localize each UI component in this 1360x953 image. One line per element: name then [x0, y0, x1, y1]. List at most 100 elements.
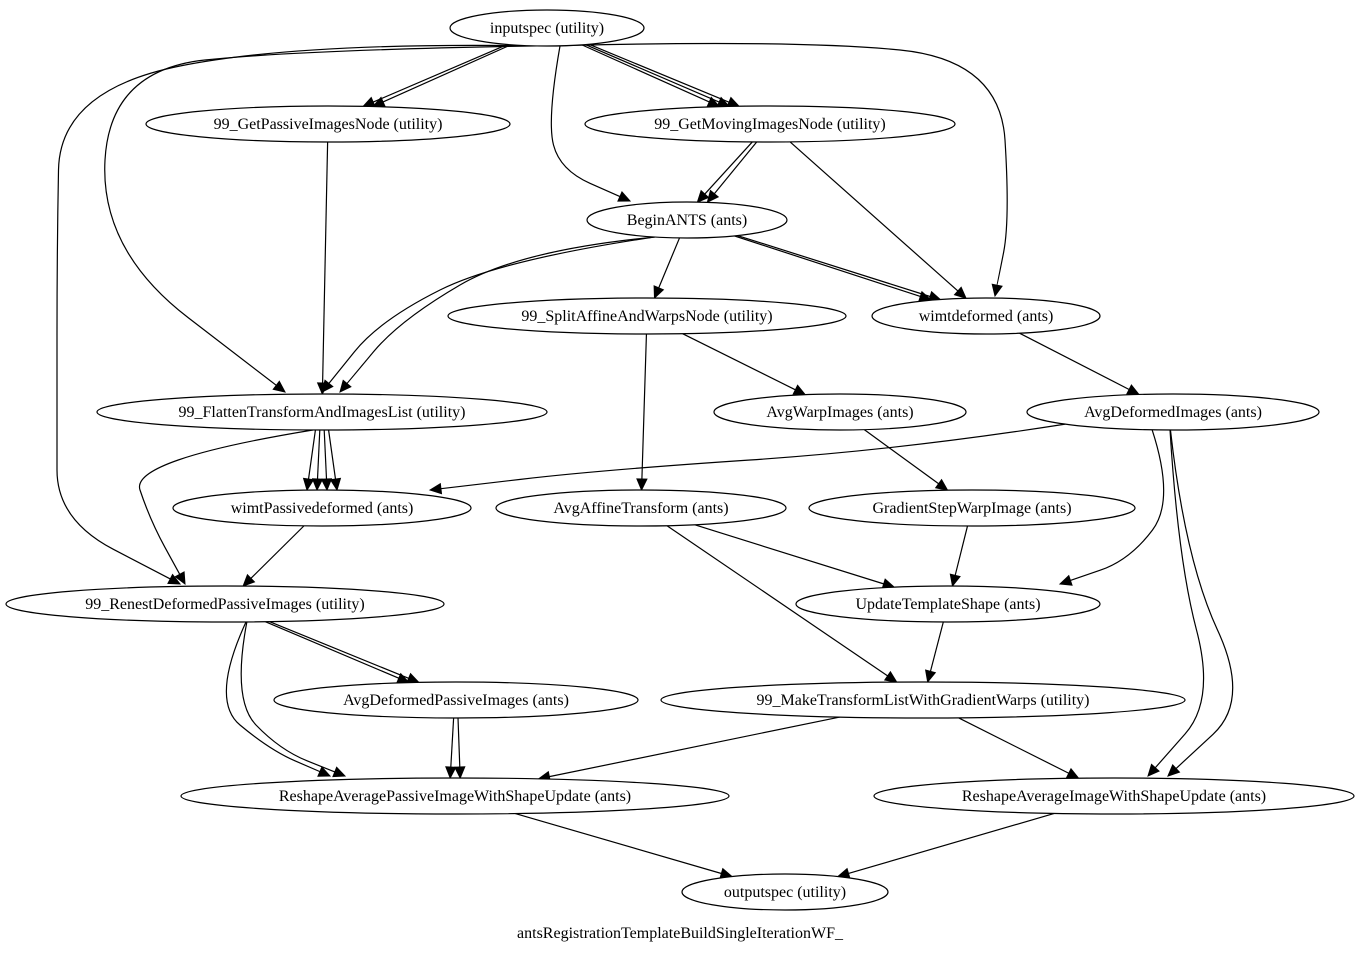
edge-updatetemplate-to-maketransform [924, 621, 944, 684]
node-avgaffine[interactable]: AvgAffineTransform (ants) [495, 489, 787, 527]
arrowhead-icon [174, 571, 186, 586]
edge-avgdeformed-to-reshapeavg [1147, 429, 1205, 777]
node-renest[interactable]: 99_RenestDeformedPassiveImages (utility) [5, 585, 445, 623]
edge-maketransform-to-reshapepassive [537, 716, 840, 783]
edge-inputspec-to-beginants [550, 45, 632, 202]
edge-line [585, 43, 720, 103]
node-ellipse [586, 201, 788, 239]
edge-inputspec-to-renest [56, 44, 538, 585]
node-wimtpassive[interactable]: wimtPassivedeformed (ants) [172, 489, 472, 527]
edge-flatten-to-wimtpassive [320, 429, 333, 492]
arrowhead-icon [696, 189, 710, 204]
node-avgdefpassive[interactable]: AvgDeformedPassiveImages (ants) [273, 681, 639, 719]
arrowhead-icon [706, 189, 720, 204]
edge-line [1019, 332, 1130, 391]
arrowhead-icon [454, 766, 466, 780]
node-updatetemplate[interactable]: UpdateTemplateShape (ants) [795, 585, 1101, 623]
edge-line [327, 429, 337, 480]
node-wimtdeformed[interactable]: wimtdeformed (ants) [871, 297, 1101, 335]
edge-line [549, 716, 840, 778]
edge-line [733, 235, 921, 298]
edge-line [382, 44, 512, 103]
edge-flatten-to-renest [138, 429, 314, 586]
nodes-layer: inputspec (utility) 99_GetPassiveImagesNo… [5, 9, 1355, 911]
edge-inputspec-to-wimtdeformed [573, 42, 1008, 298]
node-label: AvgDeformedImages (ants) [1084, 404, 1262, 421]
edge-inputspec-to-getmoving [585, 43, 731, 108]
edge-renest-to-avgdefpassive [265, 621, 411, 684]
edge-line [440, 423, 1066, 490]
node-ellipse [180, 777, 730, 815]
node-ellipse [172, 489, 472, 527]
arrowhead-icon [953, 286, 967, 300]
node-ellipse [713, 393, 967, 431]
arrowhead-icon [321, 379, 334, 393]
edge-line [328, 236, 655, 384]
edge-reshapepassive-to-outputspec [515, 812, 734, 879]
arrowhead-icon [653, 285, 665, 300]
edge-line [372, 43, 508, 103]
edge-renest-to-avgdefpassive [269, 621, 420, 684]
node-ellipse [873, 777, 1355, 815]
edge-flatten-to-wimtpassive [311, 429, 324, 492]
node-avgdeformed[interactable]: AvgDeformedImages (ants) [1026, 393, 1320, 431]
node-ellipse [1026, 393, 1320, 431]
edge-line [316, 429, 321, 480]
edge-splitaffine-to-avgaffine [636, 333, 648, 492]
node-getmoving[interactable]: 99_GetMovingImagesNode (utility) [584, 105, 956, 143]
arrowhead-icon [1147, 763, 1160, 777]
edge-line [713, 141, 758, 195]
edge-line [250, 525, 305, 579]
node-label: GradientStepWarpImage (ants) [872, 500, 1071, 517]
node-avgwarp[interactable]: AvgWarpImages (ants) [713, 393, 967, 431]
edge-getmoving-to-beginants [706, 141, 758, 204]
edge-line [1154, 429, 1205, 769]
arrowhead-icon [332, 766, 347, 778]
edge-line [737, 235, 931, 298]
node-gradientstep[interactable]: GradientStepWarpImage (ants) [808, 489, 1136, 527]
node-inputspec[interactable]: inputspec (utility) [449, 9, 645, 47]
node-maketransform[interactable]: 99_MakeTransformListWithGradientWarps (u… [660, 681, 1186, 719]
node-label: AvgWarpImages (ants) [766, 404, 913, 421]
node-outputspec[interactable]: outputspec (utility) [681, 873, 889, 911]
node-label: 99_GetMovingImagesNode (utility) [654, 116, 886, 133]
arrowhead-icon [428, 482, 443, 495]
edges-layer [56, 42, 1234, 879]
edge-inputspec-to-getpassive [371, 44, 512, 108]
edge-avgdeformed-to-reshapeavg [1167, 429, 1234, 777]
edge-line [789, 141, 959, 292]
node-ellipse [808, 489, 1136, 527]
node-ellipse [871, 297, 1101, 335]
edge-beginants-to-flatten [321, 236, 655, 393]
node-label: 99_MakeTransformListWithGradientWarps (u… [757, 692, 1090, 709]
edge-renest-to-reshapepassive [225, 621, 332, 777]
node-flatten[interactable]: 99_FlattenTransformAndImagesList (utilit… [96, 393, 548, 431]
node-splitaffine[interactable]: 99_SplitAffineAndWarpsNode (utility) [447, 297, 847, 335]
arrowhead-icon [242, 573, 256, 587]
node-ellipse [584, 105, 956, 143]
arrowhead-icon [949, 573, 961, 588]
arrowhead-icon [406, 672, 420, 684]
edge-gradientstep-to-updatetemplate [949, 525, 969, 588]
node-beginants[interactable]: BeginANTS (ants) [586, 201, 788, 239]
edge-wimtpassive-to-renest [242, 525, 305, 587]
node-label: ReshapeAverageImageWithShapeUpdate (ants… [962, 788, 1266, 805]
arrowhead-icon [991, 283, 1003, 298]
edge-line [666, 525, 888, 677]
arrowhead-icon [883, 670, 898, 683]
edge-line [56, 44, 538, 580]
node-reshapeavg[interactable]: ReshapeAverageImageWithShapeUpdate (ants… [873, 777, 1355, 815]
edge-line [450, 717, 455, 768]
node-ellipse [795, 585, 1101, 623]
edge-beginants-to-wimtdeformed [737, 235, 942, 302]
node-getpassive[interactable]: 99_GetPassiveImagesNode (utility) [145, 105, 511, 143]
node-ellipse [273, 681, 639, 719]
edge-line [138, 429, 314, 575]
edge-line [1069, 429, 1165, 581]
node-ellipse [145, 105, 511, 143]
edge-getpassive-to-flatten [316, 141, 329, 396]
node-ellipse [5, 585, 445, 623]
node-reshapepassive[interactable]: ReshapeAveragePassiveImageWithShapeUpdat… [180, 777, 730, 815]
arrowhead-icon [329, 477, 342, 492]
edge-avgwarp-to-gradientstep [863, 429, 949, 491]
